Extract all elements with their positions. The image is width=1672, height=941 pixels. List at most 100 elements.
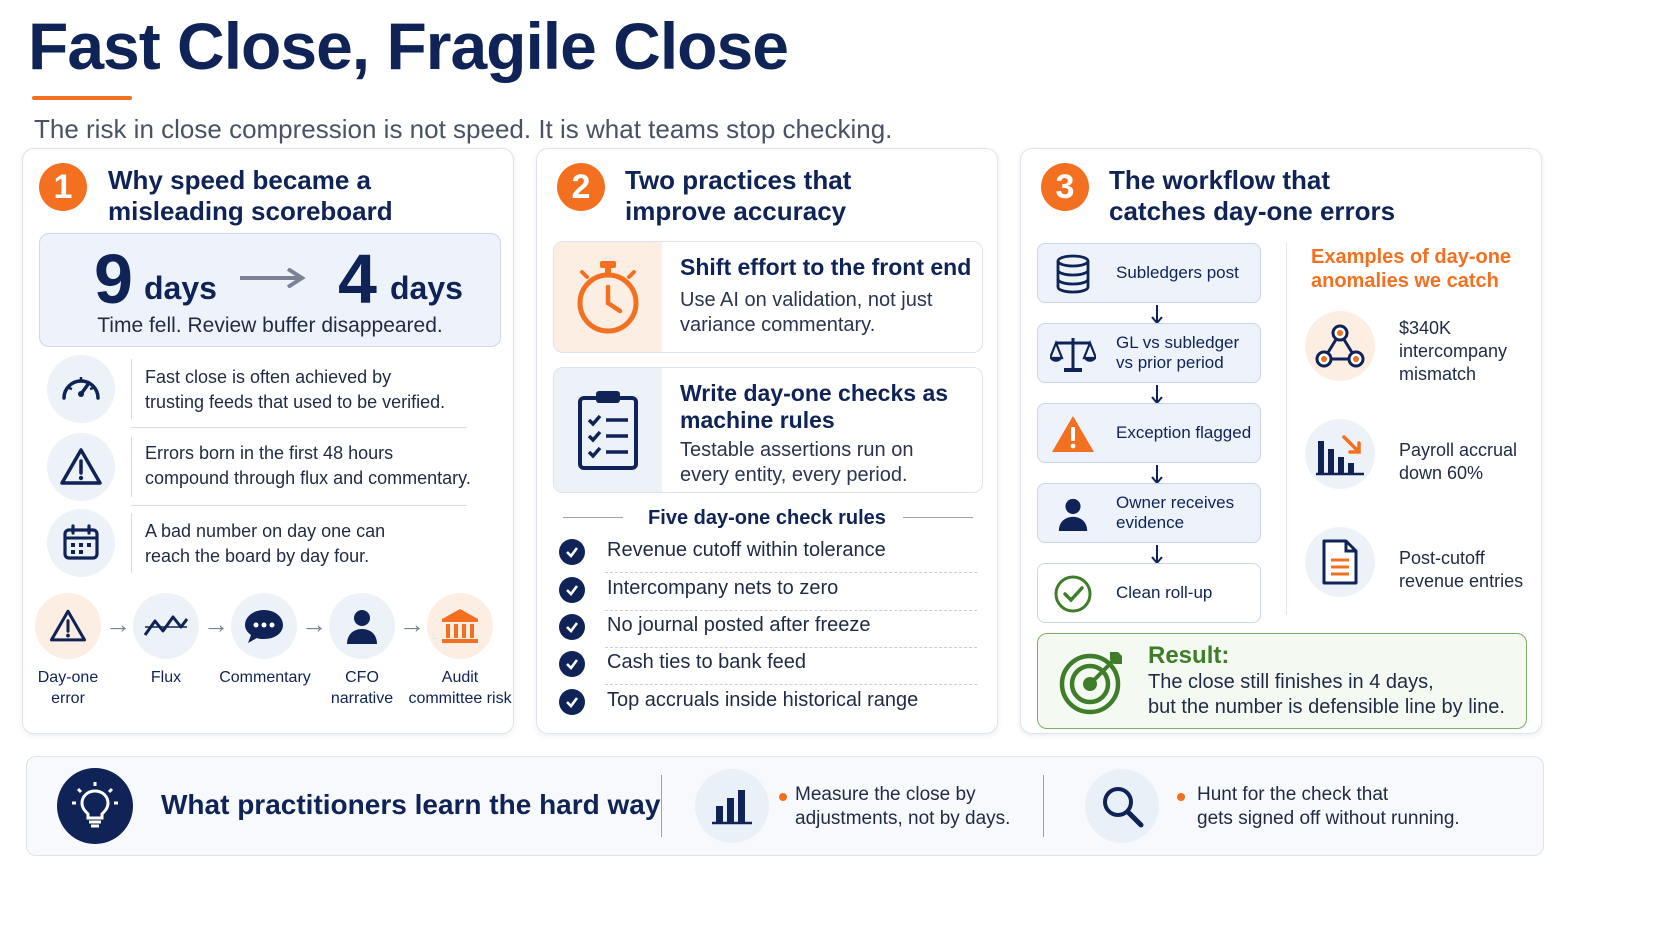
check-icon [559,539,585,565]
arrow-right-icon [240,268,306,288]
section-2-title: Two practices that improve accuracy [625,165,852,226]
down-arrow-icon [1151,385,1163,405]
rule-item: Revenue cutoff within tolerance [559,535,977,573]
person-icon [329,593,395,659]
reason-divider [131,359,132,419]
workflow-step-subledgers-post: Subledgers post [1037,243,1261,303]
bullet-dot [1177,793,1185,801]
days-after-value: 4 [338,240,377,318]
rule-item: Cash ties to bank feed [559,647,977,685]
reason-separator [131,427,467,428]
reason-2-text: Errors born in the first 48 hours compou… [145,443,471,488]
days-after-unit: days [390,270,463,306]
section-3-card: 3 The workflow that catches day-one erro… [1020,148,1542,734]
examples-divider [1286,243,1287,615]
target-icon [1058,648,1126,721]
database-icon [1050,252,1096,296]
bar-chart-down-icon [1305,419,1375,489]
reason-separator [131,505,467,506]
title-underline [32,96,132,100]
down-arrow-icon [1151,545,1163,565]
chain-arrow-icon: → [105,609,131,639]
magnifier-icon [1085,769,1159,843]
section-1-title: Why speed became a misleading scoreboard [108,165,393,226]
page-title: Fast Close, Fragile Close [28,9,789,83]
check-icon [559,614,585,640]
reason-divider [131,437,132,497]
chain-label-flux: Flux [150,669,182,686]
example-post-cutoff-revenue: Post-cutoff revenue entries [1399,548,1524,591]
result-title: Result: [1148,642,1230,669]
reason-1-text: Fast close is often achieved by trusting… [145,367,446,412]
section-1-number: 1 [39,163,87,211]
chain-arrow-icon: → [399,609,425,639]
rule-item: No journal posted after freeze [559,610,977,648]
check-icon [559,577,585,603]
lessons-banner: What practitioners learn the hard way Me… [26,756,1544,856]
warning-icon [47,433,115,501]
section-2-number: 2 [557,163,605,211]
clipboard-checklist-icon [554,368,662,492]
chain-arrow-icon: → [301,609,327,639]
result-box: Result: The close still finishes in 4 da… [1037,633,1527,729]
practice-1-body: Use AI on validation, not just variance … [680,289,933,336]
example-intercompany-mismatch: $340K intercompany mismatch [1399,318,1508,384]
bullet-dot [779,793,787,801]
calendar-icon [47,509,115,577]
reason-3-text: A bad number on day one can reach the bo… [145,521,386,566]
section-3-number: 3 [1041,163,1089,211]
section-3-title: The workflow that catches day-one errors [1109,165,1396,226]
days-before-value: 9 [94,240,133,318]
speedometer-icon [47,355,115,423]
reason-divider [131,513,132,573]
practice-1-title: Shift effort to the front end [680,254,972,280]
practice-2-body: Testable assertions run on every entity,… [680,439,914,486]
chain-arrow-icon: → [203,609,229,639]
rules-heading: Five day-one check rules [648,507,886,529]
practice-card-machine-rules: Write day-one checks as machine rules Te… [553,367,983,493]
days-before-unit: days [144,270,217,306]
network-nodes-icon [1305,311,1375,381]
rules-heading-rule-right [903,517,973,518]
banner-divider [1043,775,1044,837]
stopwatch-icon [554,242,662,352]
check-icon [559,689,585,715]
examples-heading: Examples of day-one anomalies we catch [1311,246,1512,292]
balance-scale-icon [1050,332,1096,376]
section-1-card: 1 Why speed became a misleading scoreboa… [22,148,514,734]
check-icon [559,651,585,677]
person-icon [1050,492,1096,536]
example-payroll-accrual: Payroll accrual down 60% [1399,440,1518,483]
warning-triangle-icon [1050,412,1096,456]
bar-chart-icon [695,769,769,843]
speed-caption: Time fell. Review buffer disappeared. [97,314,443,337]
document-icon [1305,527,1375,597]
rule-item: Top accruals inside historical range [559,685,977,723]
workflow-step-clean-roll-up: Clean roll-up [1037,563,1261,623]
banner-title: What practitioners learn the hard way [161,789,661,820]
lightbulb-icon [57,768,133,844]
check-circle-icon [1050,572,1096,616]
practice-2-title: Write day-one checks as machine rules [680,380,949,433]
warning-icon [35,593,101,659]
rule-item: Intercompany nets to zero [559,573,977,611]
lesson-2-text: Hunt for the check that gets signed off … [1197,784,1460,829]
result-body: The close still finishes in 4 days, but … [1148,671,1505,718]
down-arrow-icon [1151,305,1163,325]
down-arrow-icon [1151,465,1163,485]
page-subtitle: The risk in close compression is not spe… [34,114,893,144]
chat-bubble-icon [231,593,297,659]
workflow-step-exception-flagged: Exception flagged [1037,403,1261,463]
practice-card-front-end: Shift effort to the front end Use AI on … [553,241,983,353]
banner-divider [661,775,662,837]
bank-building-icon [427,593,493,659]
chain-label-commentary: Commentary [219,669,311,686]
rules-heading-rule-left [563,517,623,518]
lesson-1-text: Measure the close by adjustments, not by… [795,784,1011,829]
speed-comparison: 9 days 4 days Time fell. Review buffer d… [39,233,501,347]
